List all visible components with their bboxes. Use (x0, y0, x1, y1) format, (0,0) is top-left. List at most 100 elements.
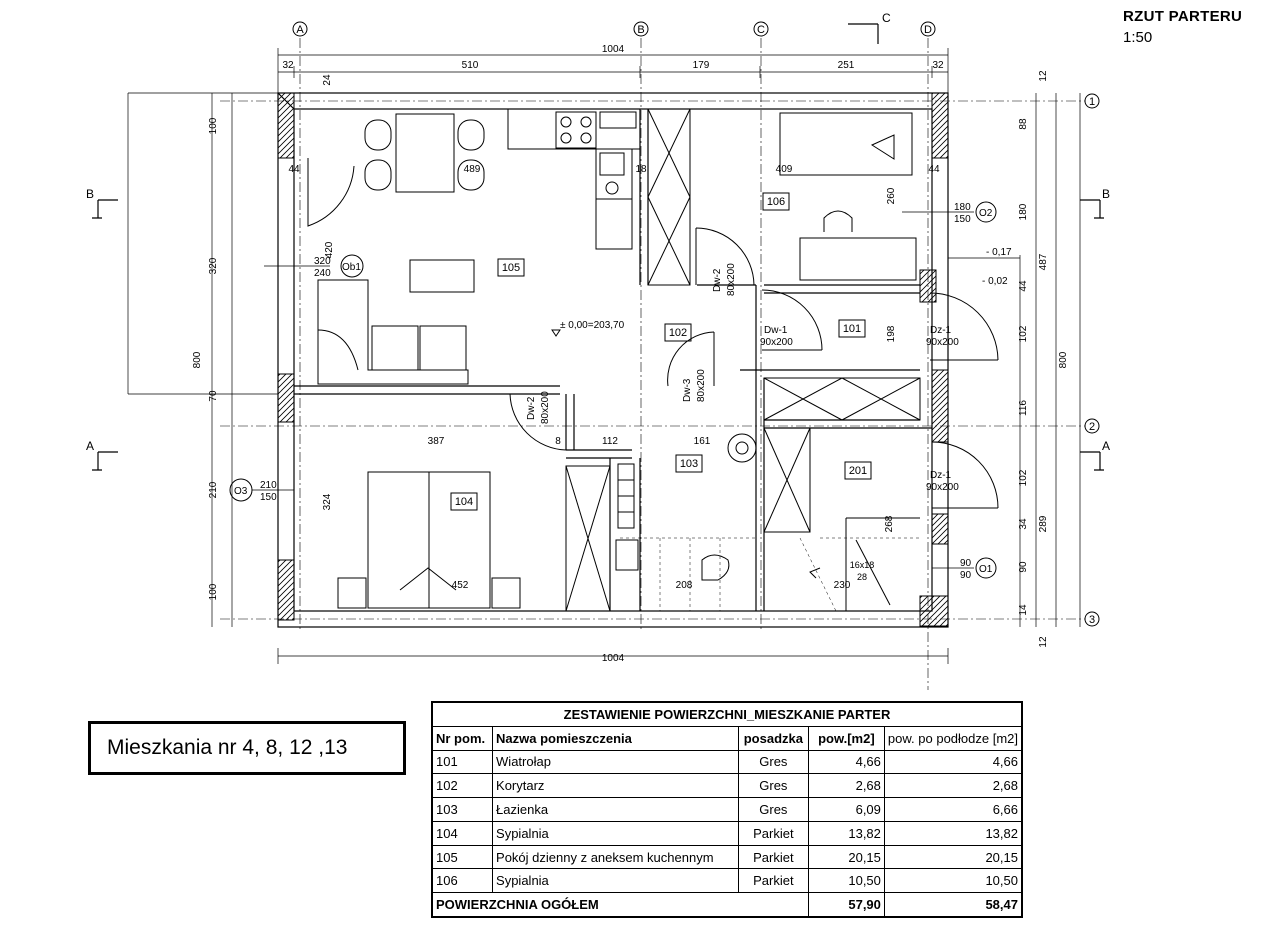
window-ob1-w: 320 (314, 256, 331, 267)
section-mark-a-right: A (1102, 439, 1110, 453)
level-entrance: - 0,17 (986, 247, 1012, 258)
row-floor-area: 6,66 (883, 797, 1023, 822)
dimension-texts-top: 1004 32 510 179 251 32 1004 (282, 44, 944, 664)
window-o1-id: O1 (979, 564, 993, 575)
total-label: POWIERZCHNIA OGÓŁEM (431, 892, 809, 918)
dim-right-2: 88 (1018, 118, 1029, 130)
dim-int-5: 44 (928, 164, 940, 175)
room-102: 102 (669, 327, 687, 339)
dim-int-10: 112 (602, 436, 618, 447)
table-row: 104 Sypialnia Parkiet 13,82 13,82 (431, 820, 1023, 846)
dimension-texts-interior: 24 44 489 409 44 420 260 198 387 112 161… (288, 74, 940, 591)
row-name: Korytarz (492, 773, 739, 799)
room-103: 103 (680, 458, 698, 470)
dim-int-3: 489 (464, 164, 481, 175)
row-floor-area: 10,50 (883, 868, 1023, 894)
row-floor-area: 20,15 (883, 844, 1023, 870)
door-dw1-size: 90x200 (760, 337, 793, 348)
row-name: Sypialnia (492, 820, 739, 846)
row-area: 10,50 (807, 868, 885, 894)
dim-right-9: 289 (1038, 515, 1049, 532)
area-schedule-table: ZESTAWIENIE POWIERZCHNI_MIESZKANIE PARTE… (431, 701, 1023, 918)
header-area: pow.[m2] (807, 725, 885, 751)
row-area: 20,15 (807, 844, 885, 870)
room-105: 105 (502, 262, 520, 274)
axis-label-b: B (637, 24, 644, 36)
dim-int-16: 268 (884, 515, 895, 532)
dim-right-10: 34 (1018, 518, 1029, 530)
axis-grid (220, 38, 1085, 690)
dim-int-4: 409 (776, 164, 793, 175)
dim-left-1: 100 (208, 117, 219, 134)
table-row: 102 Korytarz Gres 2,68 2,68 (431, 773, 1023, 799)
stair-count: 28 (857, 572, 867, 582)
window-o3-w: 210 (260, 480, 277, 491)
dim-int-12: 324 (322, 493, 333, 510)
window-o3-id: O3 (234, 486, 248, 497)
window-ob1-h: 240 (314, 268, 331, 279)
dim-right-7: 116 (1018, 400, 1029, 416)
dim-total-top: 1004 (602, 44, 625, 55)
room-201: 201 (849, 465, 867, 477)
section-mark-a-left: A (86, 439, 94, 453)
row-name: Sypialnia (492, 868, 739, 894)
dim-top-3: 179 (693, 60, 710, 71)
door-dw1-type: Dw-1 (764, 325, 788, 336)
axis-label-d: D (924, 24, 932, 36)
level-threshold: - 0,02 (982, 276, 1008, 287)
outer-walls (277, 92, 949, 628)
dim-int-2: 44 (288, 164, 300, 175)
door-dz1-type-lower: Dz-1 (930, 470, 952, 481)
door-dw2-size-upper: 80x200 (726, 263, 737, 296)
row-name: Wiatrołap (492, 749, 739, 775)
dimension-texts-right: 12 88 180 487 800 102 116 102 289 34 90 … (1018, 70, 1069, 648)
door-dw2-type-upper: Dw-2 (712, 268, 723, 292)
dim-left-4: 70 (208, 390, 219, 402)
dim-int-7: 260 (886, 187, 897, 204)
drawing-scale: 1:50 (1123, 29, 1153, 46)
total-area: 57,90 (807, 892, 885, 918)
row-floor: Parkiet (737, 844, 809, 870)
row-floor: Parkiet (737, 820, 809, 846)
room-101: 101 (843, 323, 861, 335)
dim-right-3: 180 (1018, 203, 1029, 220)
row-name: Łazienka (492, 797, 739, 822)
header-name: Nazwa pomieszczenia (492, 725, 739, 751)
dim-int-13: 452 (452, 580, 469, 591)
dim-left-6: 100 (208, 583, 219, 600)
door-dz1-size-lower: 90x200 (926, 482, 959, 493)
section-mark-b-left: B (86, 187, 94, 201)
dim-right-12: 14 (1018, 604, 1029, 616)
row-nr: 101 (431, 749, 494, 775)
row-area: 6,09 (807, 797, 885, 822)
drawing-title-block: RZUT PARTERU 1:50 (1123, 8, 1242, 46)
dim-right-8: 102 (1018, 469, 1029, 486)
row-nr: 104 (431, 820, 494, 846)
dim-int-1: 24 (322, 74, 333, 86)
level-main: ± 0,00=203,70 (560, 320, 625, 331)
header-floor: posadzka (737, 725, 809, 751)
dim-right-4: 487 (1038, 253, 1049, 270)
dim-right-13: 12 (1038, 636, 1049, 648)
dim-int-6: 420 (324, 241, 335, 258)
dim-int-11: 161 (694, 436, 711, 447)
dim-left-5: 210 (208, 481, 219, 498)
wall-hatching (277, 92, 949, 627)
row-floor: Gres (737, 797, 809, 822)
axis-bubbles: A B C D 1 2 3 (292, 21, 1100, 627)
window-o1-h: 90 (960, 570, 972, 581)
table-total-row: POWIERZCHNIA OGÓŁEM 57,90 58,47 (431, 892, 1023, 918)
dimension-texts-left: 100 320 800 70 210 100 (192, 117, 219, 600)
axis-label-1: 1 (1089, 96, 1095, 108)
row-nr: 105 (431, 844, 494, 870)
table-header-row: Nr pom. Nazwa pomieszczenia posadzka pow… (431, 725, 1023, 751)
row-floor-area: 2,68 (883, 773, 1023, 799)
total-floor-area: 58,47 (883, 892, 1023, 918)
axis-label-c: C (757, 24, 765, 36)
room-104: 104 (455, 496, 473, 508)
dimension-lines (127, 48, 1081, 664)
section-mark-b-right: B (1102, 187, 1110, 201)
dim-int-17: 8 (555, 436, 561, 447)
row-floor: Gres (737, 773, 809, 799)
window-o3-h: 150 (260, 492, 277, 503)
